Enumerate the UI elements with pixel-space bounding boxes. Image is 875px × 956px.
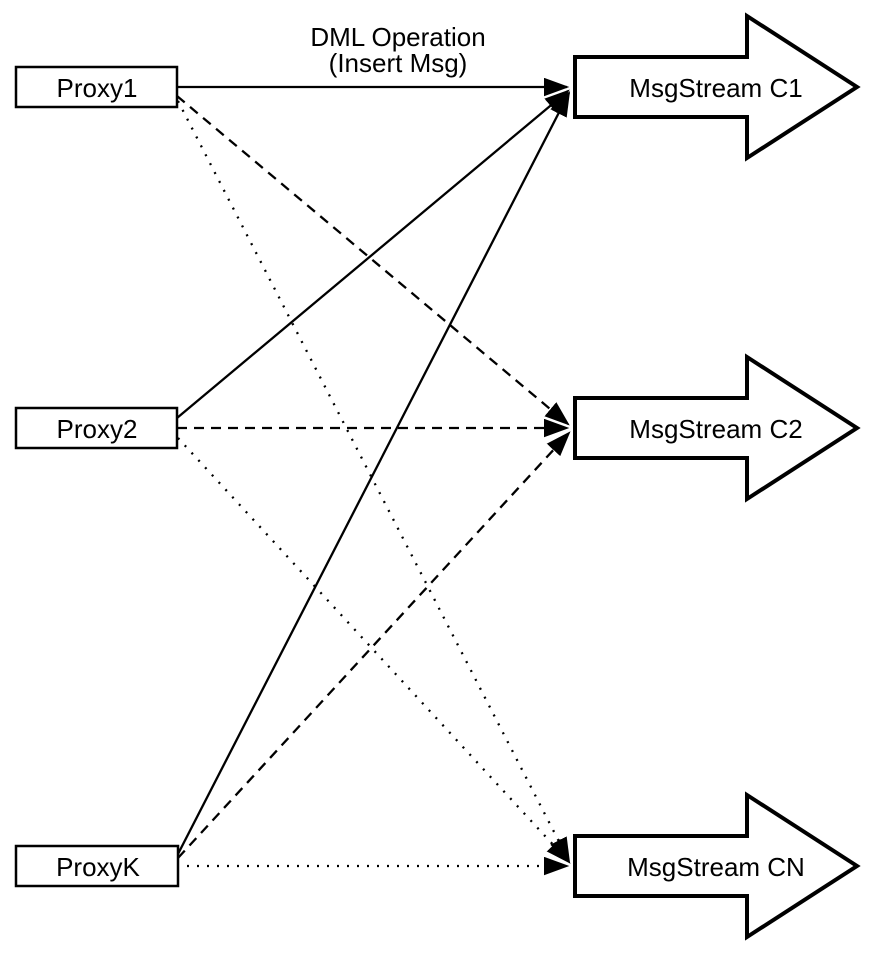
msgstream-c2-label: MsgStream C2	[629, 414, 802, 444]
edge-proxy2-c1	[176, 89, 570, 419]
dml-operation-label-line2: (Insert Msg)	[329, 48, 468, 78]
msgstream-cn-arrow	[573, 791, 861, 941]
dml-operation-label-line1: DML Operation	[310, 22, 485, 52]
proxyk-box	[14, 844, 180, 888]
edge-proxyk-c2	[177, 431, 571, 859]
msgstream-cn-label: MsgStream CN	[627, 852, 805, 882]
msgstream-c2-arrow	[573, 353, 861, 503]
proxyk-label: ProxyK	[56, 852, 140, 882]
proxy2-box	[14, 406, 179, 450]
proxy1-label: Proxy1	[57, 73, 138, 103]
edge-proxy1-cn	[176, 100, 571, 864]
proxy2-label: Proxy2	[57, 414, 138, 444]
msgstream-c1-label: MsgStream C1	[629, 73, 802, 103]
edge-proxyk-c1	[176, 90, 571, 855]
edge-proxy1-c2	[176, 95, 570, 426]
edge-proxy2-cn	[177, 437, 571, 864]
proxy1-box	[14, 65, 179, 109]
msgstream-c1-arrow	[573, 12, 861, 162]
